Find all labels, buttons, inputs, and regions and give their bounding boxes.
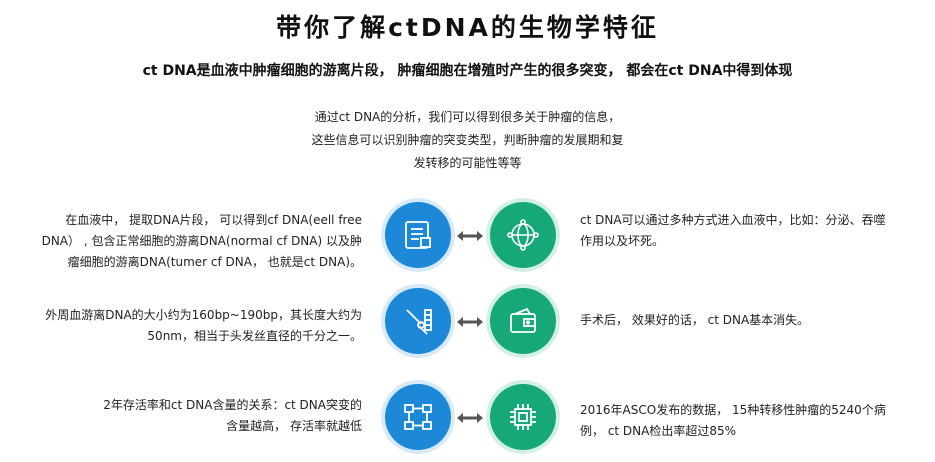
row1-left-text: 在血液中， 提取DNA片段， 可以得到cf DNA(eell free DNA）… [0,210,362,273]
text-line: 外周血游离DNA的大小约为160bp~190bp，其长度大约为 [45,308,362,322]
double-arrow-icon [457,413,483,423]
chip-icon [490,384,556,450]
text-line: 作用以及坏死。 [580,234,665,248]
row2-right-text: 手术后， 效果好的话， ct DNA基本消失。 [580,310,925,331]
row3-left-text: 2年存活率和ct DNA含量的关系：ct DNA突变的 含量越高， 存活率就越低 [0,395,362,437]
text-line: ct DNA可以通过多种方式进入血液中，比如：分泌、吞噬 [580,213,886,227]
globe-network-icon [490,202,556,268]
text-line: 例， ct DNA检出率超过85% [580,424,737,438]
text-line: 瘤细胞的游离DNA(tumer cf DNA， 也就是ct DNA)。 [67,255,362,269]
text-line: 手术后， 效果好的话， ct DNA基本消失。 [580,313,810,327]
flowchart-icon [385,384,451,450]
document-list-icon [385,202,451,268]
syringe-icon [385,288,451,354]
intro-line: 通过ct DNA的分析，我们可以得到很多关于肿瘤的信息， [314,110,621,124]
intro-line: 发转移的可能性等等 [413,156,522,170]
page-subtitle: ct DNA是血液中肿瘤细胞的游离片段， 肿瘤细胞在增殖时产生的很多突变， 都会… [142,63,793,79]
double-arrow-icon [457,317,483,327]
double-arrow-icon [457,231,483,241]
text-line: 在血液中， 提取DNA片段， 可以得到cf DNA(eell free [65,213,362,227]
text-line: DNA） , 包含正常细胞的游离DNA(normal cf DNA) 以及肿 [41,234,362,248]
page-title: 带你了解ctDNA的生物学特征 [276,13,659,42]
text-line: 50nm，相当于头发丝直径的千分之一。 [147,329,362,343]
text-line: 2016年ASCO发布的数据， 15种转移性肿瘤的5240个病 [580,403,886,417]
intro-line: 这些信息可以识别肿瘤的突变类型，判断肿瘤的发展期和复 [311,133,624,147]
row3-right-text: 2016年ASCO发布的数据， 15种转移性肿瘤的5240个病 例， ct DN… [580,400,925,442]
text-line: 2年存活率和ct DNA含量的关系：ct DNA突变的 [103,398,362,412]
row2-left-text: 外周血游离DNA的大小约为160bp~190bp，其长度大约为 50nm，相当于… [0,305,362,347]
text-line: 含量越高， 存活率就越低 [226,419,362,433]
row1-right-text: ct DNA可以通过多种方式进入血液中，比如：分泌、吞噬 作用以及坏死。 [580,210,925,252]
intro-paragraph: 通过ct DNA的分析，我们可以得到很多关于肿瘤的信息， 这些信息可以识别肿瘤的… [250,106,685,175]
wallet-card-icon [490,288,556,354]
